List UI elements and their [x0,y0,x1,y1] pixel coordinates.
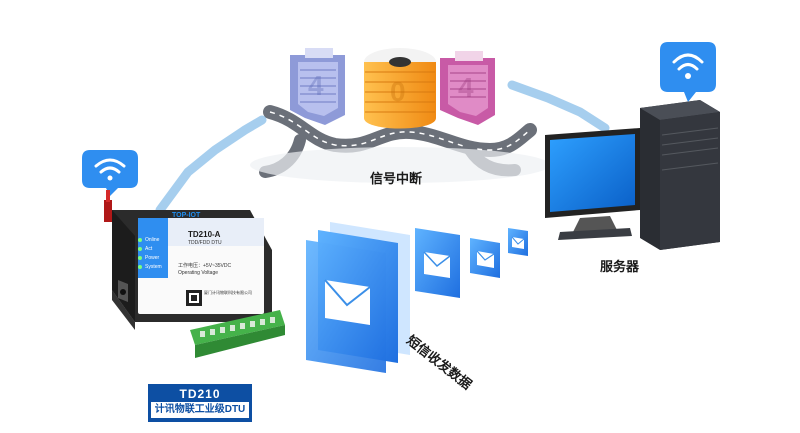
error-digit-3: 4 [458,72,474,103]
tower-4-left [290,48,345,125]
envelope-tiny [508,228,528,256]
server-computer [545,100,720,250]
device-voltage-en: Operating Voltage [178,270,219,276]
led-act-label: Act [145,246,153,252]
envelope-medium [415,228,460,298]
badge-model: TD210 [179,387,221,401]
wifi-icon-right [660,42,716,102]
badge-title: 计讯物联工业级DTU [151,402,249,418]
road [250,105,550,183]
error-digit-2: 0 [390,76,406,107]
device-led-labels: Online Act Power System [145,236,162,272]
server-label: 服务器 [600,259,640,274]
product-badge: TD210 计讯物联工业级DTU [148,384,252,422]
dtu-device [104,190,285,358]
signal-line-left [155,115,267,215]
signal-line-right [507,80,610,133]
led-system-label: System [145,264,162,270]
device-brand: TOP-IOT [172,212,201,219]
envelope-small [470,238,500,278]
envelope-large [306,240,386,373]
led-power-label: Power [145,255,160,261]
device-voltage-cn: 工作电压：+5V~35VDC [178,263,232,269]
error-digit-1: 4 [308,70,324,101]
led-online-label: Online [145,237,160,243]
signal-break-label: 信号中断 [370,171,423,186]
device-maker: 厦门计讯物联科技有限公司 [204,290,252,295]
device-model: TD210-A [188,230,221,239]
wifi-icon-left [82,150,138,196]
tower-0-middle [364,48,436,129]
device-subtitle: TDD/FDD DTU [188,240,222,246]
tower-4-right [440,51,495,125]
